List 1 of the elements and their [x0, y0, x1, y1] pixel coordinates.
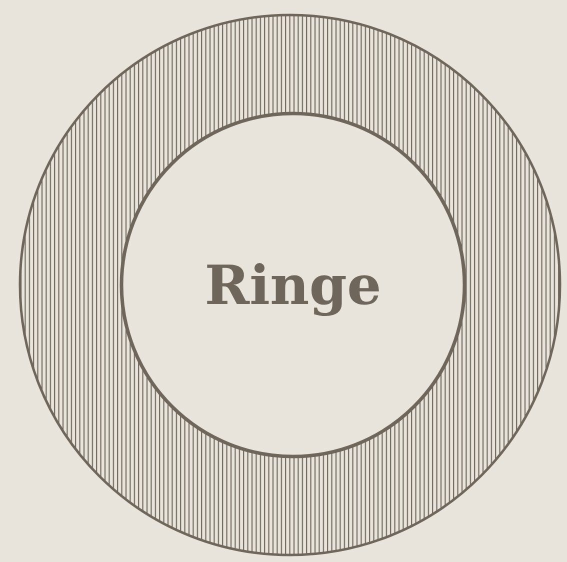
- circle-label: Ringe: [204, 253, 382, 317]
